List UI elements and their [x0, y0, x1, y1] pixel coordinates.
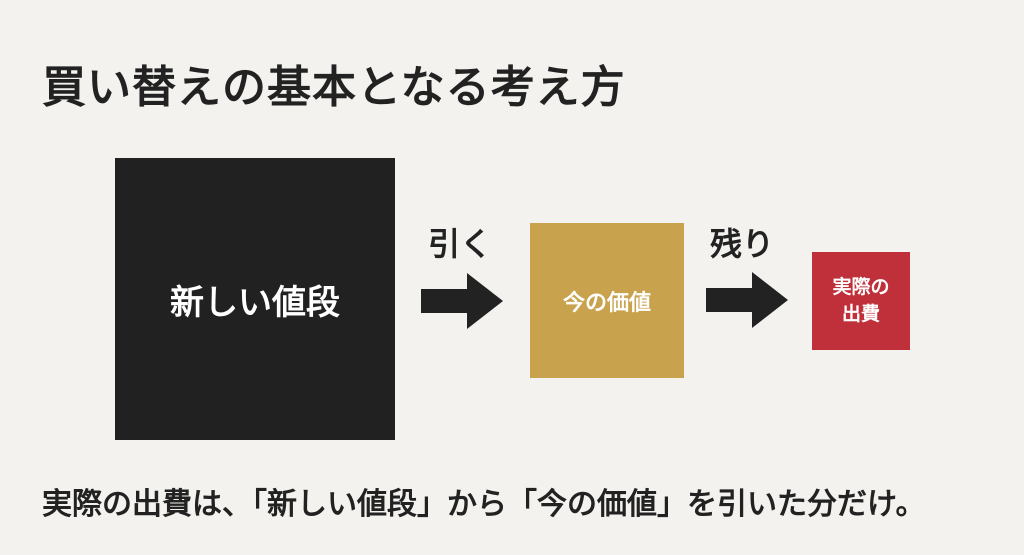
- actual-cost-box: 実際の 出費: [812, 252, 910, 350]
- subtract-label: 引く: [428, 225, 493, 263]
- new-price-label: 新しい値段: [170, 282, 340, 323]
- new-price-box: 新しい値段: [115, 158, 395, 440]
- actual-cost-label-line2: 出費: [841, 303, 880, 325]
- slide-title: 買い替えの基本となる考え方: [42, 62, 626, 113]
- actual-cost-label-line1: 実際の: [832, 276, 890, 298]
- current-value-box: 今の価値: [530, 223, 684, 378]
- remainder-label: 残り: [710, 225, 775, 263]
- arrow-right-icon: [421, 273, 503, 329]
- arrow-right-icon: [706, 272, 788, 328]
- current-value-label: 今の価値: [562, 290, 651, 316]
- caption: 実際の出費は、「新しい値段」から「今の価値」を引いた分だけ。: [42, 487, 926, 522]
